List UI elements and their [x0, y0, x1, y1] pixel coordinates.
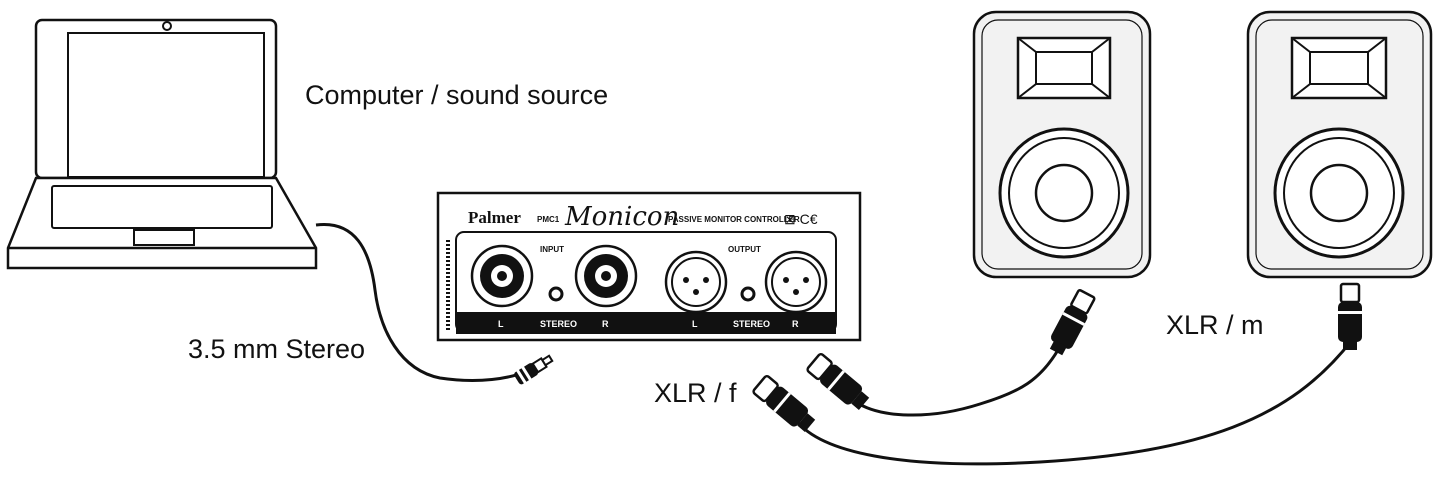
stereo-mini-jack-input-icon	[548, 286, 564, 302]
output-label: OUTPUT	[728, 245, 761, 254]
device-brand: Palmer	[468, 208, 521, 227]
device-model: PMC1	[537, 215, 560, 224]
jack-label-in-l: L	[498, 319, 504, 329]
speaker-icon	[1246, 10, 1433, 279]
combo-jack-icon	[470, 244, 534, 308]
xlr-connector-icon	[1049, 288, 1096, 356]
xlr-output-jack-icon	[764, 250, 828, 314]
device-tagline: PASSIVE MONITOR CONTROLLER	[668, 215, 800, 224]
device-marks: ⊠ C€	[784, 211, 818, 227]
computer-label: Computer / sound source	[305, 80, 608, 110]
device-product: Monicon	[564, 202, 679, 232]
mini-jack-plug-icon	[514, 354, 554, 386]
jack-label-in-r: R	[602, 319, 609, 329]
xlr-cable-right	[794, 339, 1354, 466]
jack-label-out-l: L	[692, 319, 698, 329]
xlr-connector-icon	[752, 374, 816, 432]
xlr-male-label: XLR / m	[1166, 310, 1264, 340]
xlr-output-jack-icon	[664, 250, 728, 314]
speaker-icon	[972, 10, 1152, 279]
xlr-cable-left	[855, 349, 1060, 417]
combo-jack-icon	[574, 244, 638, 308]
stereo-cable	[315, 222, 526, 382]
stereo-mini-jack-output-icon	[740, 286, 756, 302]
jack-label-out-r: R	[792, 319, 799, 329]
input-label: INPUT	[540, 245, 564, 254]
monitor-controller-device: Palmer PMC1 Monicon PASSIVE MONITOR CONT…	[436, 191, 862, 342]
jack-label-out-stereo: STEREO	[733, 319, 770, 329]
xlr-connector-icon	[1338, 282, 1362, 350]
laptop-icon	[6, 18, 318, 270]
xlr-connector-icon	[806, 352, 870, 410]
jack-label-in-stereo: STEREO	[540, 319, 577, 329]
xlr-female-label: XLR / f	[654, 378, 737, 408]
panel-label-band	[456, 312, 836, 334]
stereo-label: 3.5 mm Stereo	[188, 334, 365, 364]
